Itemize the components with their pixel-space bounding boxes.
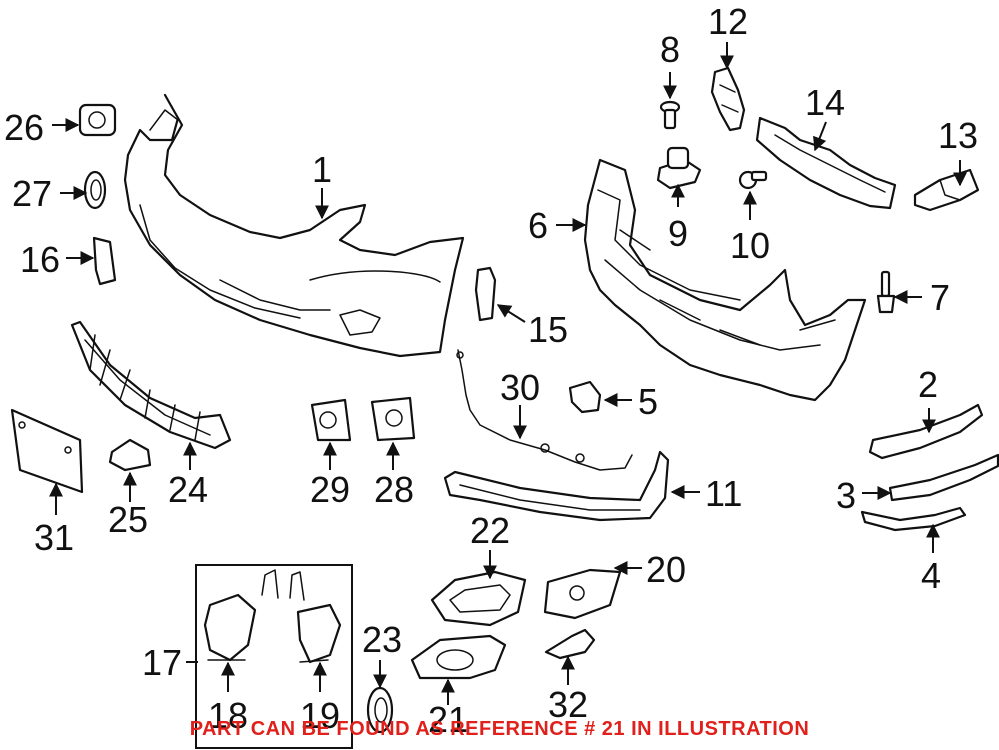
side-strip-3-part	[888, 453, 999, 502]
inset-box-17	[195, 564, 353, 749]
callout-22: 22	[470, 510, 510, 551]
callout-3: 3	[836, 475, 856, 516]
callout-30: 30	[500, 367, 540, 408]
callout-20: 20	[646, 549, 686, 590]
reference-notice: PART CAN BE FOUND AS REFERENCE # 21 IN I…	[189, 718, 810, 740]
push-rivet-part	[738, 170, 768, 190]
bracket-28-part	[370, 396, 416, 442]
bolt-part	[659, 100, 681, 130]
callout-16: 16	[20, 239, 60, 280]
callout-32: 32	[548, 684, 588, 725]
bulb-socket-part	[544, 628, 596, 660]
wiring-harness-part	[456, 349, 633, 471]
callout-7: 7	[930, 277, 950, 318]
callout-2: 2	[918, 364, 938, 405]
callout-24: 24	[168, 469, 208, 510]
cap-part	[92, 236, 117, 286]
callout-26: 26	[4, 107, 44, 148]
callout-1: 1	[312, 149, 332, 190]
reinforcement-strip-part	[443, 450, 670, 522]
callout-6: 6	[528, 205, 548, 246]
side-strip-2-part	[868, 403, 984, 460]
callout-21: 21	[428, 699, 468, 740]
fog-light-20-part	[543, 568, 622, 620]
callout-29: 29	[310, 469, 350, 510]
bumper-cover-part	[123, 93, 465, 358]
bracket-12-part	[710, 66, 746, 132]
clip-5-part	[568, 380, 602, 414]
bracket-29-part	[310, 398, 352, 442]
callout-5: 5	[638, 381, 658, 422]
callout-25: 25	[108, 499, 148, 540]
center-bracket-part	[755, 116, 897, 210]
callout-27: 27	[12, 173, 52, 214]
parking-sensor-part	[78, 103, 117, 137]
callout-31: 31	[34, 517, 74, 558]
fog-housing-22-part	[430, 570, 527, 627]
lower-grille-part	[70, 320, 232, 450]
bracket-15-part	[474, 266, 497, 322]
callout-23: 23	[362, 619, 402, 660]
callout-4: 4	[921, 555, 941, 596]
callout-13: 13	[938, 115, 978, 156]
callout-15: 15	[528, 309, 568, 350]
callout-12: 12	[708, 1, 748, 42]
callout-labels: 1 2 3 4 5 6 7 8 9 10 11 12 13 14 15 16 1…	[4, 1, 978, 740]
callout-11: 11	[705, 473, 742, 514]
callout-9: 9	[668, 213, 688, 254]
callout-8: 8	[660, 29, 680, 70]
sensor-ring-part	[83, 170, 107, 210]
stud-part	[876, 270, 896, 314]
callout-19: 19	[300, 695, 340, 736]
impact-absorber-part	[583, 158, 867, 402]
callout-14: 14	[805, 82, 845, 123]
side-bracket-part	[913, 168, 980, 212]
callout-28: 28	[374, 469, 414, 510]
callout-10: 10	[730, 225, 770, 266]
side-strip-4-part	[860, 506, 967, 532]
fog-bezel-21-part	[410, 634, 507, 680]
clip-nut-part	[656, 146, 702, 190]
leader-lines	[49, 42, 967, 705]
license-bracket-part	[10, 408, 84, 494]
callout-18: 18	[208, 695, 248, 736]
clip-25-part	[108, 438, 152, 472]
callout-17: 17	[142, 642, 182, 683]
